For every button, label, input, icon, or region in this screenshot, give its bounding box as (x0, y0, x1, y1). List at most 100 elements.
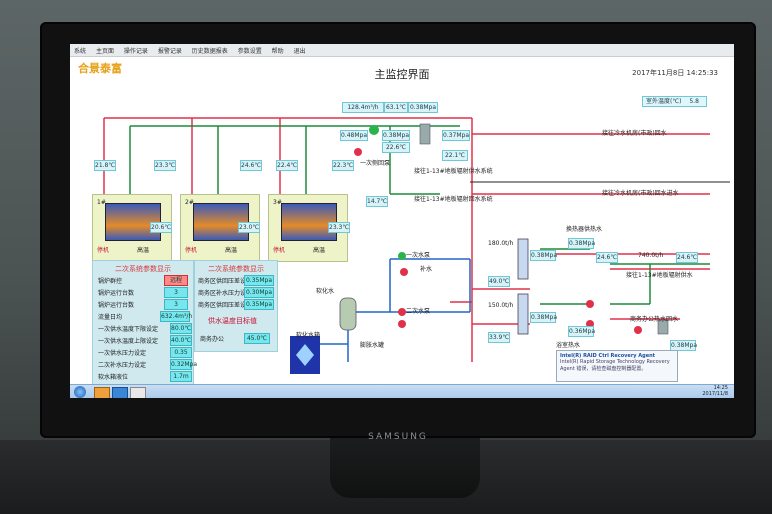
hx2-temp: 33.9℃ (488, 332, 510, 343)
label-to-hot: 接往1-13#地板辐射供水系统 (414, 168, 493, 175)
left-row-6-value[interactable]: 40.0℃ (170, 335, 192, 346)
menu-item-system[interactable]: 系统 (74, 48, 87, 55)
taskbar-explorer-icon[interactable] (94, 387, 110, 398)
menu-item-help[interactable]: 帮助 (271, 48, 284, 55)
taskbar: 14:25 2017/11/8 (70, 384, 734, 398)
datetime-display: 2017年11月8日 14:25:33 (632, 69, 718, 77)
start-button[interactable] (74, 386, 86, 398)
boiler-2-status: 停机 (185, 247, 198, 254)
softener-tank (339, 297, 357, 331)
pump-temp-right: 22.1℃ (442, 150, 468, 161)
expansion-tank (419, 123, 431, 145)
menu-item-alarm-log[interactable]: 报警记录 (157, 48, 182, 55)
label-makeup: 补水 (420, 266, 433, 273)
left-panel-header: 二次系统参数显示 (115, 265, 171, 273)
label-supply-main: 接往冷水机房(市政)回水进水 (602, 190, 679, 197)
label-softener: 软化水 (316, 288, 335, 295)
mid-sub-row-label: 商务办公 (200, 336, 225, 343)
top-pressure: 0.38Mpa (408, 102, 438, 113)
outdoor-temp-label: 室外温度(℃) (646, 98, 682, 105)
pump-top-icon (369, 125, 379, 135)
menu-item-home[interactable]: 主页面 (95, 48, 114, 55)
hx-reading-6: 0.38Mpa (670, 340, 698, 351)
left-row-1-value[interactable]: 远程 (164, 275, 188, 286)
label-bathroom: 浴室热水 (556, 342, 581, 349)
left-row-9-label: 软水箱液位 (98, 374, 129, 381)
hx1-flow: 180.0t/h (488, 240, 514, 247)
label-hx-supply: 换热器供热水 (566, 226, 603, 233)
mid-row-1-label: 商务区供回压差设定 (198, 278, 253, 285)
top-flow: 128.4m³/h (342, 102, 384, 113)
left-row-9-value[interactable]: 1.7m (170, 371, 192, 382)
boiler-2-mode: 高温 (225, 247, 238, 254)
boiler-2-temp: 23.0℃ (238, 222, 260, 233)
page-title: 主监控界面 (374, 68, 430, 81)
pump-temp: 22.6℃ (382, 142, 410, 153)
hx1-temp: 49.0℃ (488, 276, 510, 287)
company-logo: 合景泰富 (78, 62, 122, 75)
label-soft-water: 软化水箱 (296, 332, 321, 339)
heat-exchanger-2 (517, 293, 529, 335)
label-expansion: 膨胀水罐 (360, 342, 385, 349)
boiler-2-id: 2# (185, 199, 194, 206)
pump-office-icon (634, 326, 642, 334)
mid-panel-header: 二次系统参数显示 (208, 265, 264, 273)
boiler1-out-temp: 23.3℃ (154, 160, 176, 171)
hx-reading-5: 24.6℃ (676, 252, 698, 263)
boiler2-out-temp: 24.6℃ (240, 160, 262, 171)
mid-row-3-value[interactable]: 0.35Mpa (244, 299, 274, 310)
boiler-3-id: 3# (273, 199, 282, 206)
pump-1-icon (398, 252, 406, 260)
left-row-4-label: 流量日均 (98, 314, 123, 321)
mid-row-2-label: 商务区补水压力设定 (198, 290, 253, 297)
left-row-3-label: 锅炉运行台数 (98, 302, 135, 309)
left-row-7-label: 一次供水压力设定 (98, 350, 147, 357)
mid-row-2-value[interactable]: 0.30Mpa (244, 287, 274, 298)
left-row-2-value[interactable]: 3 (164, 287, 188, 298)
pump-pressure-right: 0.37Mpa (442, 130, 470, 141)
mid-sub-row-value[interactable]: 45.0℃ (244, 333, 270, 344)
pump-mid-icon (354, 148, 362, 156)
menu-item-history[interactable]: 历史数据报表 (191, 48, 228, 55)
label-to-hot2: 接往1-13#地板辐射回水系统 (414, 196, 493, 203)
boiler-1-status: 停机 (97, 247, 110, 254)
mid-row-1-value[interactable]: 0.35Mpa (244, 275, 274, 286)
menu-bar: 系统 主页面 操作记录 报警记录 历史数据报表 参数设置 帮助 退出 (70, 44, 734, 57)
top-temp: 63.1℃ (384, 102, 408, 113)
monitor-brand: SAMSUNG (368, 432, 428, 442)
hx-reading-4: 740.0t/h (638, 252, 664, 259)
hx2-pressure: 0.38Mpa (530, 312, 558, 323)
boiler3-in-temp: 22.4℃ (276, 160, 298, 171)
boiler-1-mode: 高温 (137, 247, 150, 254)
boiler-1-temp: 20.6℃ (150, 222, 172, 233)
hx1-pressure: 0.38Mpa (530, 250, 558, 261)
hx-reading-3: 0.36Mpa (568, 326, 596, 337)
menu-item-exit[interactable]: 退出 (293, 48, 306, 55)
left-row-2-label: 锅炉运行台数 (98, 290, 135, 297)
menu-item-ops-log[interactable]: 操作记录 (123, 48, 148, 55)
boiler1-in-temp: 21.8℃ (94, 160, 116, 171)
office-tank (657, 319, 669, 335)
scada-screen: 系统 主页面 操作记录 报警记录 历史数据报表 参数设置 帮助 退出 合景泰富 … (70, 44, 734, 398)
left-row-5-value[interactable]: 80.0℃ (170, 323, 192, 334)
taskbar-app-icon[interactable] (130, 387, 146, 398)
left-row-3-value[interactable]: 3 (164, 299, 188, 310)
notification-popup[interactable]: Intel(R) RAID Ctrl Recovery Agent Intel(… (556, 350, 678, 382)
pipe-schematic (103, 117, 730, 374)
left-row-5-label: 一次供水温度下限设定 (98, 326, 159, 333)
menu-item-settings[interactable]: 参数设置 (237, 48, 262, 55)
taskbar-time: 14:25 (713, 385, 728, 391)
hx-reading-2: 24.6℃ (596, 252, 618, 263)
left-row-8-label: 二次补水压力设定 (98, 362, 147, 369)
boiler-1-id: 1# (97, 199, 106, 206)
left-row-6-label: 一次供水温度上限设定 (98, 338, 159, 345)
pump-label: 一次侧回泵 (360, 160, 391, 167)
left-row-7-value[interactable]: 0.35 (170, 347, 192, 358)
left-row-4-value[interactable]: 632.4m³/h (160, 311, 193, 322)
mid-sub-header: 供水温度目标值 (208, 317, 257, 325)
left-row-8-value[interactable]: 0.32Mpa (170, 359, 198, 370)
taskbar-ie-icon[interactable] (112, 387, 128, 398)
label-chilled: 接往1-13#地板辐射供水 (626, 272, 693, 279)
taskbar-clock[interactable]: 14:25 2017/11/8 (702, 385, 728, 397)
left-row-1-label: 锅炉群控 (98, 278, 123, 285)
